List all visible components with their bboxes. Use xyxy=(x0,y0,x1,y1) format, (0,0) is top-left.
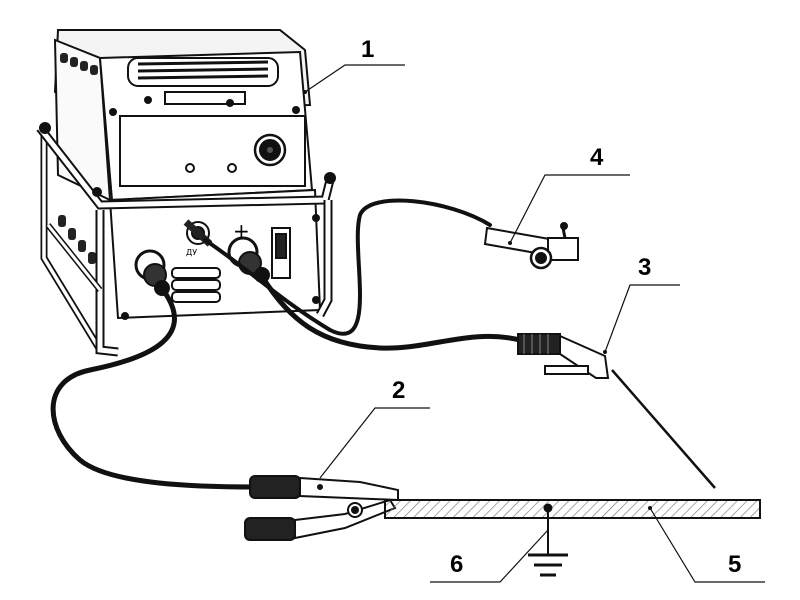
remote-control-label: ДУ xyxy=(186,248,197,257)
top-vent-grille xyxy=(127,57,279,87)
electrode-rod xyxy=(611,369,716,489)
electrode-cable xyxy=(260,275,523,351)
callout-leaders xyxy=(304,64,765,583)
mains-switch xyxy=(271,227,291,279)
callout-5: 5 xyxy=(728,551,741,578)
callout-6: 6 xyxy=(450,551,463,578)
side-vents xyxy=(58,53,98,264)
callout-2: 2 xyxy=(392,377,405,404)
positive-terminal-label: + xyxy=(233,219,250,243)
terminal-label-plates xyxy=(171,267,221,303)
remote-control-unit xyxy=(483,222,579,270)
ground-symbol-icon xyxy=(528,503,568,577)
callout-1: 1 xyxy=(361,36,374,63)
display-slot xyxy=(164,91,246,105)
remote-control-cable xyxy=(203,198,492,336)
adjustment-knob-icon xyxy=(253,133,287,167)
ground-clamp xyxy=(244,475,399,541)
welding-cables xyxy=(50,198,523,490)
electrode-holder xyxy=(517,333,716,489)
callout-4: 4 xyxy=(590,144,604,171)
workpiece xyxy=(384,499,761,519)
ground-cable xyxy=(50,287,258,490)
welding-power-source xyxy=(36,29,336,357)
callout-3: 3 xyxy=(638,254,651,281)
